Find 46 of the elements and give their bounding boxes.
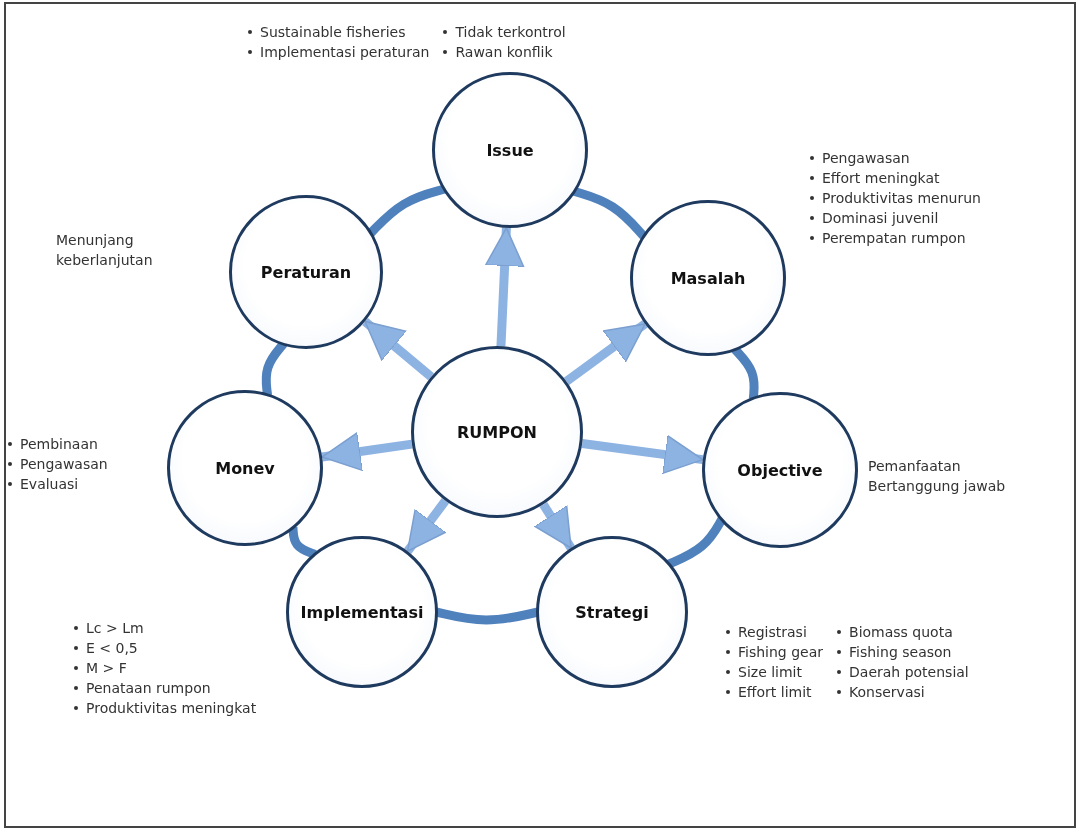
bullet-text: Evaluasi	[20, 475, 79, 494]
bullet-text: Pembinaan	[20, 435, 98, 454]
node-label: RUMPON	[457, 422, 537, 442]
node-label: Implementasi	[300, 602, 424, 622]
ring-connector	[572, 186, 648, 240]
bullet-text: Implementasi peraturan	[260, 43, 430, 62]
bullet-text: E < 0,5	[86, 639, 138, 658]
arrow	[321, 432, 413, 472]
node-label: Peraturan	[260, 262, 352, 282]
node-label: Strategi	[575, 602, 649, 622]
bullet-text: Effort limit	[738, 683, 812, 702]
note-text: Menunjang keberlanjutan	[56, 231, 154, 270]
arrow	[362, 318, 434, 381]
bullet-text: Rawan konflik	[455, 43, 553, 62]
ring-connector	[367, 184, 446, 237]
node-label: Objective	[737, 460, 823, 480]
bullet-text: Lc > Lm	[86, 619, 144, 638]
bullet-text: Registrasi	[738, 623, 807, 642]
node-label: Masalah	[670, 268, 746, 288]
bullet-text: Fishing gear	[738, 643, 824, 662]
arrow	[533, 502, 575, 551]
bullet-text: Perempatan rumpon	[822, 229, 966, 248]
bullet-text: Sustainable fisheries	[260, 23, 406, 42]
bullet-text: Fishing season	[849, 643, 952, 662]
arrow	[563, 320, 648, 385]
bullet-text: Konservasi	[849, 683, 925, 702]
ring-connector	[666, 516, 726, 569]
bullet-text: M > F	[86, 659, 127, 678]
node-label: Monev	[215, 458, 275, 478]
arrow	[404, 498, 449, 554]
note-text: Pemanfaatan Bertanggung jawab	[868, 457, 1007, 496]
bullet-text: Produktivitas meningkat	[86, 699, 257, 718]
bullet-text: Penataan rumpon	[86, 679, 211, 698]
bullet-text: Biomass quota	[849, 623, 953, 642]
bullet-text: Dominasi juvenil	[822, 209, 939, 228]
bullet-text: Tidak terkontrol	[455, 23, 566, 42]
bullet-text: Pengawasan	[822, 149, 910, 168]
bullet-text: Size limit	[738, 663, 802, 682]
arrow	[581, 434, 704, 475]
bullet-text: Pengawasan	[20, 455, 108, 474]
node-label: Issue	[486, 140, 534, 160]
bullet-text: Effort meningkat	[822, 169, 940, 188]
arrow	[484, 227, 525, 347]
ring-connector	[288, 525, 317, 559]
bullet-text: Produktivitas menurun	[822, 189, 981, 208]
bullet-text: Daerah potensial	[849, 663, 969, 682]
